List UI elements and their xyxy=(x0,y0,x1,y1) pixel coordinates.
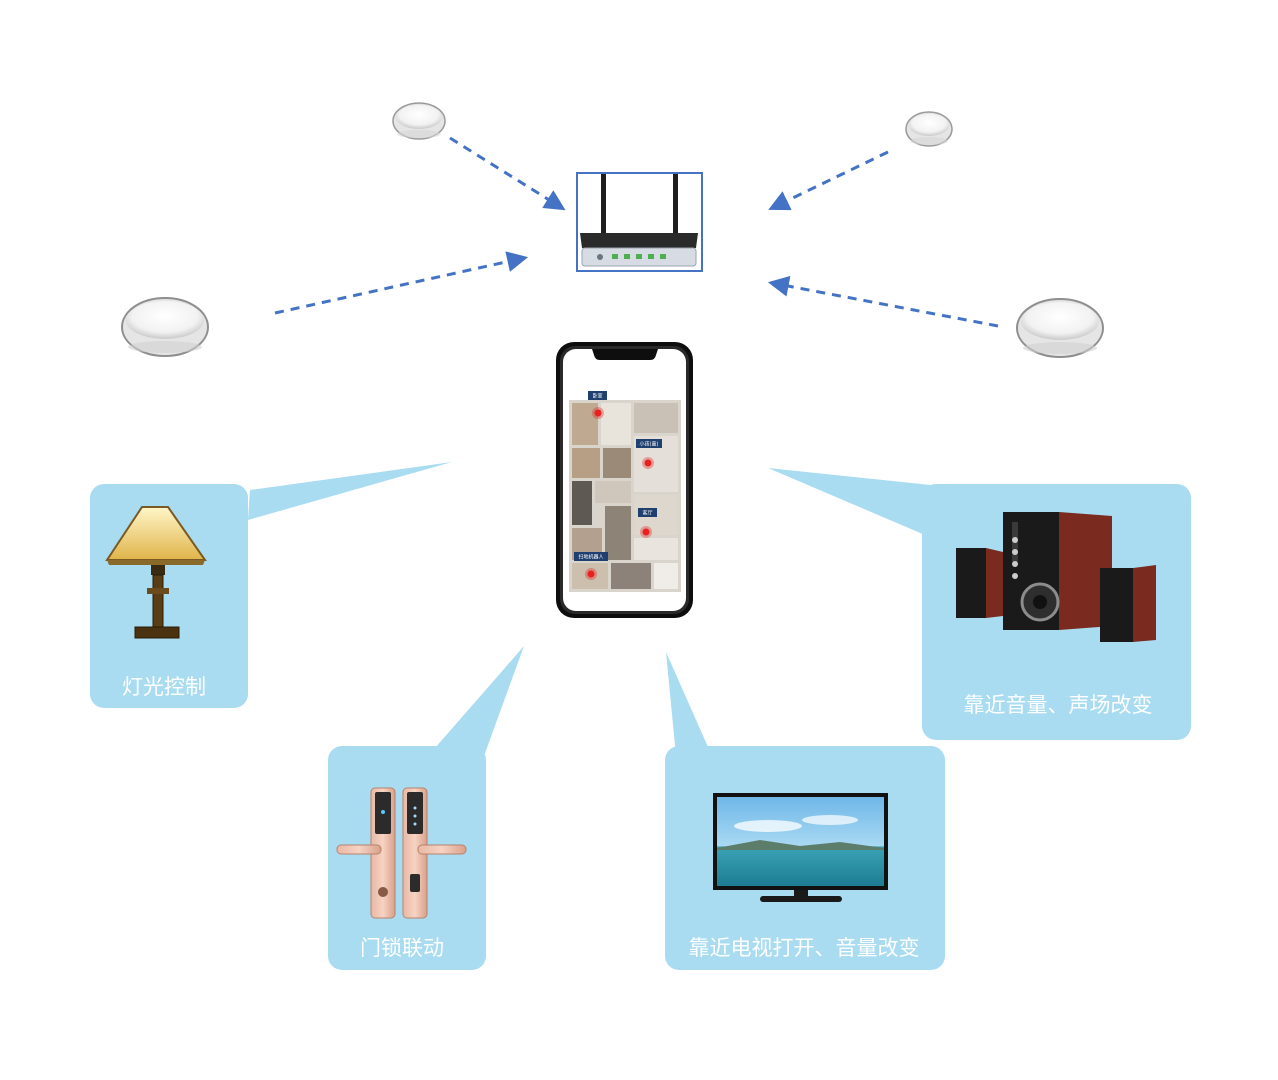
arrow-top-right xyxy=(768,150,889,211)
arrow-left xyxy=(274,251,529,315)
table-lamp-icon xyxy=(105,506,207,639)
wifi-router xyxy=(576,172,703,272)
smart-door-lock-icon xyxy=(336,787,467,919)
signal-arrows xyxy=(274,136,999,328)
map-tag-label: 扫地机器人 xyxy=(578,554,603,561)
map-tag-label: 卧室 xyxy=(592,393,602,400)
beacon-right xyxy=(1016,298,1104,358)
map-marker xyxy=(642,457,654,469)
smartphone: 卧室 小孩(童) 客厅 扫地机器人 xyxy=(556,342,693,618)
map-marker xyxy=(585,568,597,580)
map-tag-label: 客厅 xyxy=(642,510,652,517)
tv-card-label: 靠近电视打开、音量改变 xyxy=(689,936,920,960)
arrow-top-left xyxy=(449,136,566,211)
map-tag xyxy=(638,508,657,517)
lamp-callout xyxy=(90,462,452,708)
floor-plan-map: 卧室 小孩(童) 客厅 扫地机器人 xyxy=(569,391,681,592)
arrow-right xyxy=(767,275,999,328)
television-icon xyxy=(713,793,888,902)
map-tag xyxy=(588,391,607,400)
lock-card-label: 门锁联动 xyxy=(360,936,444,960)
map-tag-label: 小孩(童) xyxy=(640,441,659,448)
lamp-card-label: 灯光控制 xyxy=(122,675,206,699)
beacon-left xyxy=(121,297,209,357)
speaker-system-icon xyxy=(956,512,1156,642)
map-tag xyxy=(636,439,662,448)
map-marker xyxy=(640,526,652,538)
map-tag xyxy=(574,552,608,561)
beacon-top-right xyxy=(905,111,953,147)
map-marker xyxy=(592,407,604,419)
beacon-top-left xyxy=(392,102,446,140)
audio-card-label: 靠近音量、声场改变 xyxy=(964,693,1153,717)
